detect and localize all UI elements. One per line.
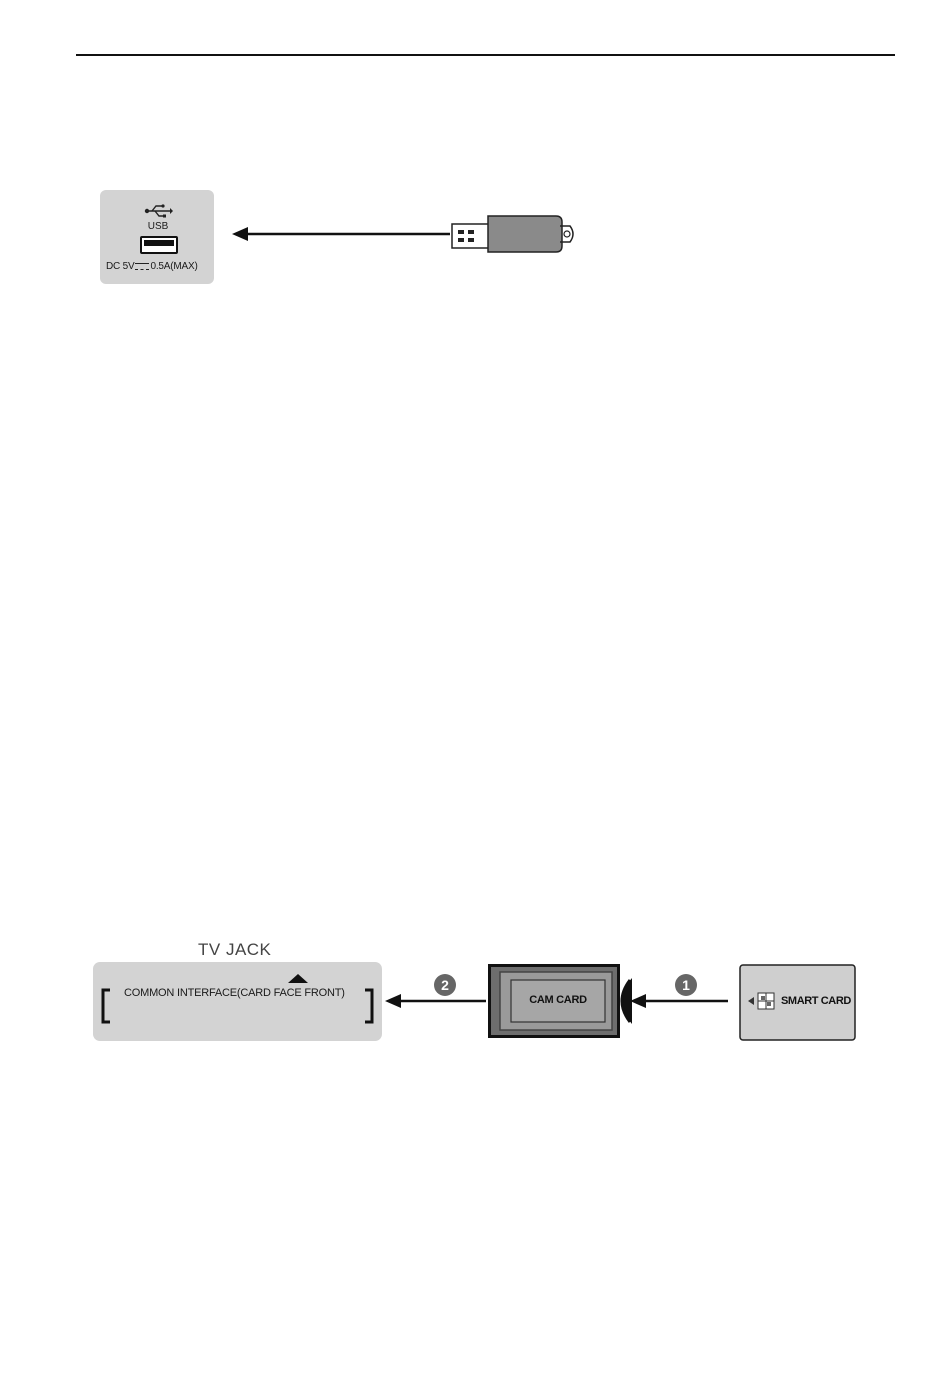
cam-card-label: CAM CARD xyxy=(510,994,606,1006)
step-1-badge: 1 xyxy=(675,974,697,996)
step-2-badge: 2 xyxy=(434,974,456,996)
smart-card-label: SMART CARD xyxy=(781,995,851,1007)
